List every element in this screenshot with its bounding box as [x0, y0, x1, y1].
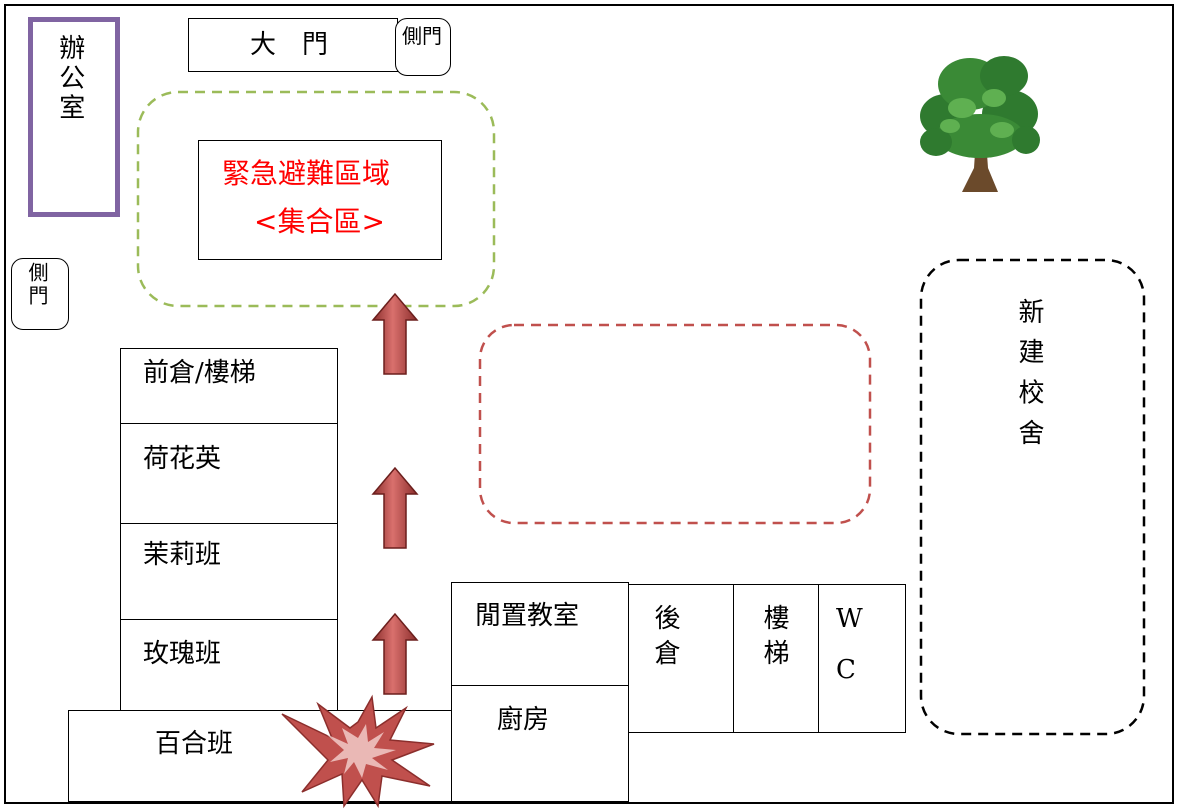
map-frame: [4, 4, 1174, 804]
new-building-outline: [919, 258, 1146, 736]
side-gate-left: [11, 258, 69, 330]
assembly-zone-outline: [136, 90, 496, 308]
rose-classroom-label: 玫瑰班: [143, 639, 222, 669]
emergency-area-box: [198, 140, 442, 260]
lotus-classroom: [120, 423, 338, 524]
back-storage-label: 後倉: [650, 604, 680, 675]
lotus-classroom-label: 荷花英: [143, 444, 222, 474]
side-gate-left-label: 側門: [25, 262, 49, 308]
stairs-label: 樓梯: [759, 604, 789, 675]
main-gate-label: 大 門: [250, 30, 329, 60]
main-gate: [188, 18, 398, 72]
office-label: 辦公室: [54, 34, 85, 124]
tree-icon: [920, 56, 1040, 192]
emergency-area-title: 緊急避難區域: [222, 157, 391, 190]
up-arrow-icon: [372, 613, 418, 695]
wc-room: [818, 584, 906, 733]
kitchen-label: 廚房: [497, 705, 550, 735]
front-storage-room: [120, 348, 338, 424]
office-box: [28, 17, 120, 217]
stairs-room: [733, 584, 819, 733]
side-gate-top: [395, 18, 451, 76]
side-gate-top-label: 側門: [402, 24, 442, 48]
front-storage-label: 前倉/樓梯: [143, 358, 256, 388]
back-storage-room: [628, 584, 734, 733]
lily-classroom-label: 百合班: [155, 729, 234, 759]
new-building-label: 新建校舍: [1014, 298, 1044, 460]
jasmine-classroom-label: 茉莉班: [143, 540, 222, 570]
wc-label-c: C: [836, 655, 856, 685]
jasmine-classroom: [120, 523, 338, 620]
assembly-area-label: <集合區>: [254, 205, 385, 238]
open-area-outline: [478, 323, 872, 525]
explosion-icon: [281, 694, 435, 809]
idle-classroom: [451, 582, 629, 686]
idle-classroom-label: 閒置教室: [475, 601, 580, 631]
rose-classroom: [120, 619, 338, 711]
kitchen: [451, 685, 629, 802]
wc-label-w: W: [836, 604, 863, 634]
up-arrow-icon: [372, 467, 418, 549]
